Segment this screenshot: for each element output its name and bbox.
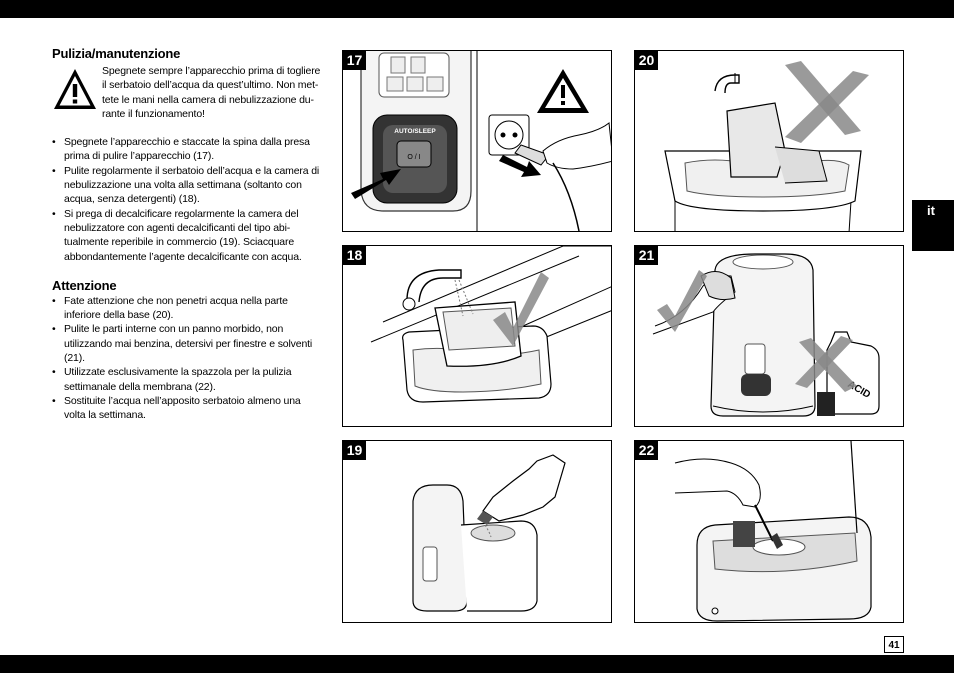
list-item: Sostituite l’acqua nell’apposito serbato… (52, 394, 324, 423)
figure-17: AUTO/SLEEP O / I 17 (342, 50, 612, 232)
figure-number: 17 (343, 51, 366, 70)
list-item: Spegnete l’apparecchio e staccate la spi… (52, 135, 324, 164)
unplug-illustration: AUTO/SLEEP O / I (351, 51, 611, 231)
wipe-illustration: ACID (652, 253, 880, 417)
warning-block: Spegnete sempre l’apparecchio prima di t… (52, 64, 324, 121)
attention-list: Fate attenzione che non penetri acqua ne… (52, 294, 324, 423)
figure-number: 22 (635, 441, 658, 460)
list-item: Pulite le parti interne con un panno mor… (52, 322, 324, 365)
figure-22: 22 (634, 440, 904, 623)
section-title-attention: Attenzione (52, 277, 117, 293)
cleaning-list: Spegnete l’apparecchio e staccate la spi… (52, 135, 324, 264)
figure-20: 20 (634, 50, 904, 232)
section-title-cleaning: Pulizia/manutenzione (52, 46, 181, 61)
list-item: Utilizzate esclusivamente la spazzola pe… (52, 365, 324, 394)
bottom-bar (0, 655, 954, 673)
brush-cleaning-illustration (674, 441, 872, 622)
figure-number: 19 (343, 441, 366, 460)
figure-number: 20 (635, 51, 658, 70)
panel-label: AUTO/SLEEP (394, 128, 436, 135)
figure-number: 21 (635, 246, 658, 265)
language-tab: it (912, 200, 954, 251)
warning-text: Spegnete sempre l’apparecchio prima di t… (102, 65, 321, 120)
figure-number: 18 (343, 246, 366, 265)
descaling-illustration (412, 454, 566, 612)
page-number: 41 (884, 636, 904, 653)
warning-icon (54, 69, 96, 109)
list-item: Pulite regolarmente il serbatoio dell’ac… (52, 164, 324, 207)
text-column: Pulizia/manutenzione Spegnete sempre l’a… (52, 46, 324, 423)
list-item: Fate attenzione che non penetri acqua ne… (52, 294, 324, 323)
top-bar (0, 0, 954, 18)
power-label: O / I (407, 154, 420, 161)
figure-19: 19 (342, 440, 612, 623)
figure-21: ACID 21 (634, 245, 904, 427)
tap-over-base-illustration (664, 61, 869, 231)
tank-rinse-illustration (370, 246, 611, 403)
list-item: Si prega di decalcificare regolarmente l… (52, 207, 324, 264)
figure-18: 18 (342, 245, 612, 427)
